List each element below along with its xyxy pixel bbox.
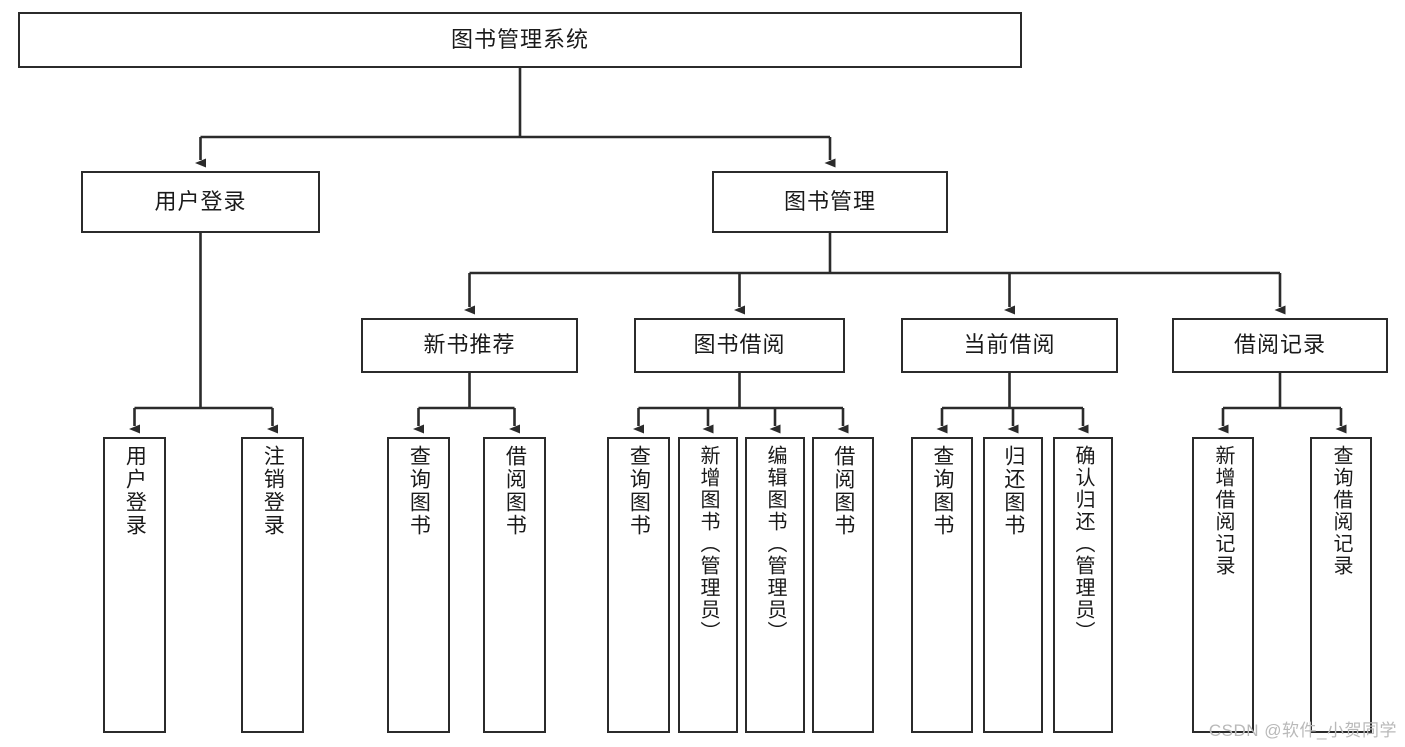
leaf-node[interactable]: 新增借阅记录: [1192, 437, 1254, 733]
node-label: 图书管理: [783, 188, 876, 214]
leaf-node[interactable]: 归还图书: [983, 437, 1043, 733]
node-label: 查询图书: [627, 445, 651, 537]
leaf-node[interactable]: 借阅图书: [483, 437, 546, 733]
level3-node[interactable]: 新书推荐: [361, 318, 578, 373]
leaf-node[interactable]: 新增图书（管理员）: [678, 437, 738, 733]
leaf-node[interactable]: 查询图书: [607, 437, 670, 733]
leaf-node[interactable]: 查询借阅记录: [1310, 437, 1372, 733]
node-label: 借阅图书: [831, 445, 855, 537]
csdn-watermark: CSDN @软件_小贺同学: [1208, 721, 1397, 740]
node-label: 新增借阅记录: [1212, 445, 1234, 577]
node-label: 借阅图书: [503, 445, 527, 537]
node-label: 借阅记录: [1233, 332, 1326, 358]
node-label: 新增图书（管理员）: [697, 445, 719, 643]
node-label: 图书管理系统: [450, 26, 589, 52]
node-label: 归还图书: [1001, 445, 1025, 537]
leaf-node[interactable]: 编辑图书（管理员）: [745, 437, 805, 733]
leaf-node[interactable]: 借阅图书: [812, 437, 874, 733]
level2-node[interactable]: 图书管理: [712, 171, 948, 233]
leaf-node[interactable]: 查询图书: [911, 437, 973, 733]
node-label: 图书借阅: [693, 332, 786, 358]
node-label: 编辑图书（管理员）: [764, 445, 786, 643]
node-label: 新书推荐: [423, 332, 516, 358]
node-label: 注销登录: [261, 445, 285, 537]
leaf-node[interactable]: 查询图书: [387, 437, 450, 733]
leaf-node[interactable]: 用户登录: [103, 437, 166, 733]
node-label: 用户登录: [123, 445, 147, 537]
level3-node[interactable]: 借阅记录: [1172, 318, 1388, 373]
level3-node[interactable]: 当前借阅: [901, 318, 1118, 373]
node-label: 当前借阅: [963, 332, 1056, 358]
leaf-node[interactable]: 注销登录: [241, 437, 304, 733]
node-label: 查询图书: [407, 445, 431, 537]
node-label: 确认归还（管理员）: [1072, 445, 1094, 643]
node-label: 查询借阅记录: [1330, 445, 1352, 577]
leaf-node[interactable]: 确认归还（管理员）: [1053, 437, 1113, 733]
root-node[interactable]: 图书管理系统: [18, 12, 1022, 68]
level3-node[interactable]: 图书借阅: [634, 318, 845, 373]
level2-node[interactable]: 用户登录: [81, 171, 320, 233]
node-label: 用户登录: [154, 188, 247, 214]
node-label: 查询图书: [930, 445, 954, 537]
